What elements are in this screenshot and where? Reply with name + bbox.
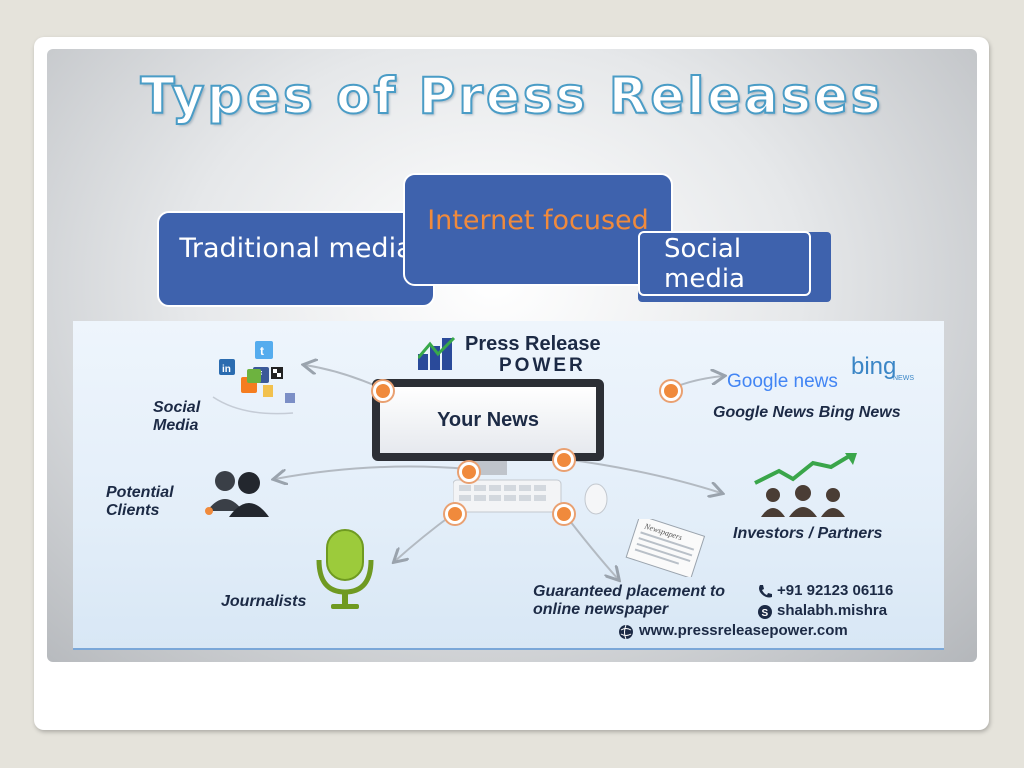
- microphone-icon: [316, 529, 374, 609]
- connector-dot: [373, 381, 393, 401]
- skype-id: shalabh.mishra: [777, 602, 888, 619]
- internet-focused-box: Internet focused: [403, 173, 673, 286]
- slide-title: Types of Press Releases: [140, 66, 884, 126]
- press-release-power-infographic: Press Release POWER Your News in: [73, 321, 944, 650]
- monitor-stand: [471, 461, 507, 475]
- newspaper-icon: Newspapers: [625, 519, 706, 577]
- connector-dot: [445, 504, 465, 524]
- bing-news-sub: NEWS: [893, 375, 914, 382]
- social-media-label: Social Media: [153, 399, 201, 434]
- google-bing-news-label: Google News Bing News: [713, 404, 901, 421]
- website-url: www.pressreleasepower.com: [639, 622, 848, 639]
- svg-text:t: t: [260, 344, 264, 358]
- connector-dot: [554, 504, 574, 524]
- keyboard-icon: [453, 479, 562, 513]
- globe-icon: [619, 624, 633, 640]
- journalists-label: Journalists: [221, 593, 307, 610]
- potential-clients-label: Potential Clients: [106, 484, 174, 519]
- connector-dot: [459, 462, 479, 482]
- connector-dot: [661, 381, 681, 401]
- investors-partners-label: Investors / Partners: [733, 525, 883, 542]
- skype-icon: S: [758, 605, 772, 619]
- social-media-box: Social media: [638, 231, 811, 296]
- connector-dot: [554, 450, 574, 470]
- monitor-icon: Your News: [372, 379, 604, 461]
- guaranteed-placement-label: Guaranteed placement to online newspaper: [533, 583, 726, 618]
- mouse-icon: [584, 483, 608, 515]
- monitor-screen-text: Your News: [380, 387, 596, 453]
- social-media-icons: in t f: [212, 341, 295, 415]
- brand-name-line2: POWER: [499, 355, 586, 376]
- investors-growth-icon: [754, 453, 857, 517]
- phone-icon: [759, 585, 772, 598]
- slide: Types of Press Releases Traditional medi…: [47, 49, 977, 662]
- traditional-media-box: Traditional media: [157, 211, 435, 307]
- phone-number: +91 92123 06116: [777, 582, 894, 599]
- svg-text:S: S: [762, 608, 769, 619]
- press-release-power-logo-icon: [418, 336, 456, 370]
- svg-text:in: in: [222, 364, 231, 375]
- people-icon: [205, 471, 269, 517]
- brand-name-line1: Press Release: [465, 333, 601, 355]
- google-news-logo: Google news: [727, 371, 838, 392]
- bing-news-logo: bing: [851, 353, 897, 380]
